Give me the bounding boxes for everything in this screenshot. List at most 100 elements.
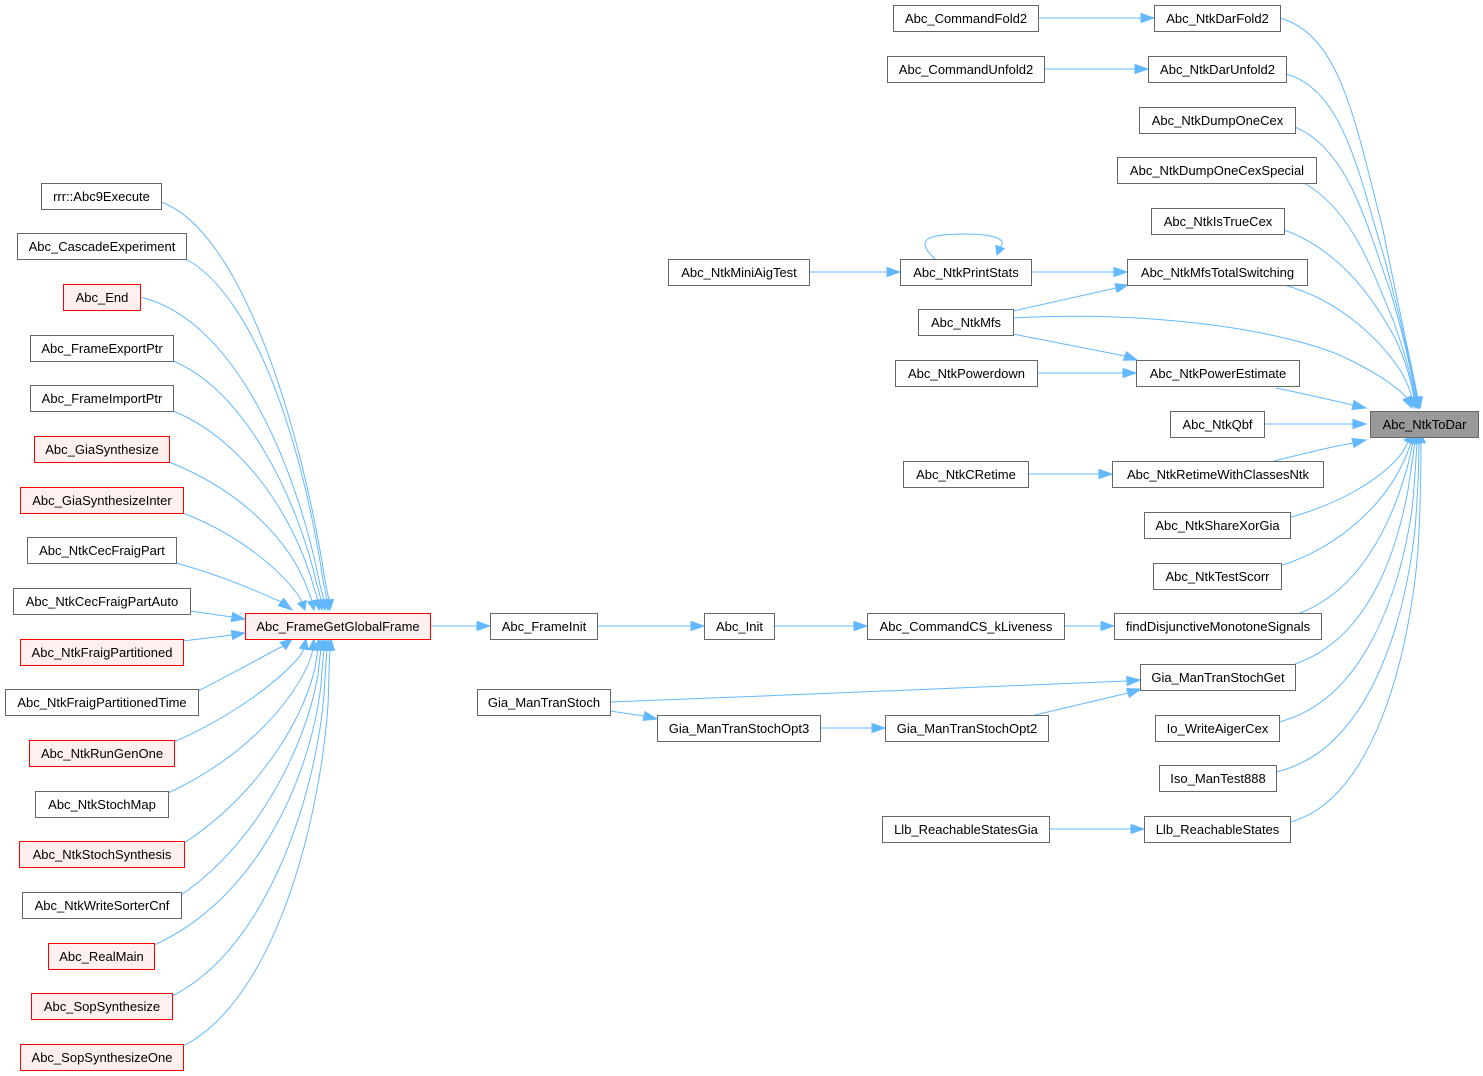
node-box bbox=[5, 689, 199, 716]
node-label: Abc_Init bbox=[716, 619, 763, 634]
node-label: Iso_ManTest888 bbox=[1170, 771, 1265, 786]
node-label: Abc_NtkCecFraigPartAuto bbox=[26, 594, 178, 609]
node-retimecls[interactable]: Abc_NtkRetimeWithClassesNtk bbox=[1112, 461, 1324, 488]
node-box bbox=[1139, 107, 1296, 134]
node-cecfraigauto[interactable]: Abc_NtkCecFraigPartAuto bbox=[13, 588, 191, 615]
node-writesorter[interactable]: Abc_NtkWriteSorterCnf bbox=[22, 892, 182, 919]
node-darfold2[interactable]: Abc_NtkDarFold2 bbox=[1154, 5, 1281, 32]
node-abc9exec[interactable]: rrr::Abc9Execute bbox=[41, 183, 162, 210]
node-sharexor[interactable]: Abc_NtkShareXorGia bbox=[1144, 512, 1291, 539]
node-sopsynthone[interactable]: Abc_SopSynthesizeOne bbox=[20, 1044, 184, 1071]
node-mfstotal[interactable]: Abc_NtkMfsTotalSwitching bbox=[1127, 259, 1308, 286]
node-dumponecexsp[interactable]: Abc_NtkDumpOneCexSpecial bbox=[1117, 157, 1317, 184]
node-init[interactable]: Abc_Init bbox=[704, 613, 775, 640]
node-label: Abc_NtkFraigPartitioned bbox=[32, 645, 173, 660]
arrowhead-icon bbox=[277, 597, 294, 611]
node-getglobal[interactable]: Abc_FrameGetGlobalFrame bbox=[245, 613, 431, 640]
node-dumponecex[interactable]: Abc_NtkDumpOneCex bbox=[1139, 107, 1296, 134]
arrowhead-icon bbox=[1113, 266, 1129, 278]
edge-line bbox=[182, 649, 331, 1047]
node-stochsynth[interactable]: Abc_NtkStochSynthesis bbox=[19, 841, 185, 868]
node-label: Gia_ManTranStochOpt2 bbox=[897, 721, 1037, 736]
node-box bbox=[1144, 816, 1291, 843]
node-reachable[interactable]: Llb_ReachableStates bbox=[1144, 816, 1291, 843]
node-label: Abc_NtkRetimeWithClassesNtk bbox=[1127, 467, 1310, 482]
node-label: Abc_GiaSynthesizeInter bbox=[32, 493, 172, 508]
node-box bbox=[887, 56, 1045, 83]
call-edge bbox=[1279, 17, 1424, 410]
call-edge bbox=[820, 722, 887, 734]
arrowhead-icon bbox=[886, 266, 902, 278]
edge-line bbox=[1279, 441, 1412, 567]
edge-line bbox=[168, 461, 313, 602]
call-edge bbox=[183, 637, 324, 844]
node-cmdunfold2[interactable]: Abc_CommandUnfold2 bbox=[887, 56, 1045, 83]
node-stochmap[interactable]: Abc_NtkStochMap bbox=[35, 791, 169, 818]
node-box bbox=[20, 1044, 184, 1071]
node-box bbox=[22, 892, 182, 919]
node-reachablegia[interactable]: Llb_ReachableStatesGia bbox=[882, 816, 1050, 843]
node-powerest[interactable]: Abc_NtkPowerEstimate bbox=[1136, 360, 1300, 387]
node-importptr[interactable]: Abc_FrameImportPtr bbox=[30, 385, 174, 412]
call-edge bbox=[1285, 73, 1422, 410]
call-edge bbox=[1028, 468, 1114, 480]
node-writeaiger[interactable]: Io_WriteAigerCex bbox=[1155, 715, 1280, 742]
arrowhead-icon bbox=[1125, 688, 1143, 699]
node-testscorr[interactable]: Abc_NtkTestScorr bbox=[1153, 563, 1282, 590]
node-printstats[interactable]: Abc_NtkPrintStats bbox=[900, 259, 1032, 286]
node-giasynth[interactable]: Abc_GiaSynthesize bbox=[34, 436, 170, 463]
node-box bbox=[1144, 512, 1291, 539]
node-fraigparttime[interactable]: Abc_NtkFraigPartitionedTime bbox=[5, 689, 199, 716]
node-transtochopt3[interactable]: Gia_ManTranStochOpt3 bbox=[657, 715, 821, 742]
node-frameinit[interactable]: Abc_FrameInit bbox=[490, 613, 598, 640]
node-label: Abc_NtkWriteSorterCnf bbox=[35, 898, 170, 913]
node-transtoch[interactable]: Gia_ManTranStoch bbox=[477, 689, 611, 716]
node-box bbox=[1155, 715, 1280, 742]
call-edge bbox=[172, 360, 327, 612]
node-realmain[interactable]: Abc_RealMain bbox=[48, 943, 155, 970]
call-edge bbox=[597, 620, 706, 632]
call-edge bbox=[1264, 418, 1368, 430]
node-exportptr[interactable]: Abc_FrameExportPtr bbox=[30, 335, 174, 362]
node-box bbox=[1127, 259, 1308, 286]
node-box bbox=[48, 943, 155, 970]
call-edge bbox=[1031, 266, 1129, 278]
node-label: Abc_NtkDumpOneCex bbox=[1152, 113, 1284, 128]
call-edge bbox=[1012, 315, 1413, 410]
arrowhead-icon bbox=[1402, 395, 1413, 410]
arrowhead-icon bbox=[324, 637, 336, 651]
node-cretime[interactable]: Abc_NtkCRetime bbox=[903, 461, 1029, 488]
node-giasynthinter[interactable]: Abc_GiaSynthesizeInter bbox=[20, 487, 184, 514]
node-darunfold2[interactable]: Abc_NtkDarUnfold2 bbox=[1148, 56, 1287, 83]
edge-line bbox=[1283, 229, 1415, 399]
node-label: Abc_NtkPowerdown bbox=[908, 366, 1025, 381]
node-powerdown[interactable]: Abc_NtkPowerdown bbox=[895, 360, 1038, 387]
edge-line bbox=[172, 360, 322, 601]
node-label: Abc_NtkCRetime bbox=[916, 467, 1016, 482]
node-miniaig[interactable]: Abc_NtkMiniAigTest bbox=[668, 259, 810, 286]
arrowhead-icon bbox=[871, 722, 887, 734]
node-end[interactable]: Abc_End bbox=[63, 284, 141, 311]
node-cmdcs[interactable]: Abc_CommandCS_kLiveness bbox=[867, 613, 1065, 640]
node-cecfraig[interactable]: Abc_NtkCecFraigPart bbox=[27, 537, 177, 564]
node-isotest[interactable]: Iso_ManTest888 bbox=[1159, 765, 1277, 792]
node-finddisj[interactable]: findDisjunctiveMonotoneSignals bbox=[1114, 613, 1322, 640]
edge-line bbox=[609, 680, 1128, 703]
node-cmdfold2[interactable]: Abc_CommandFold2 bbox=[893, 5, 1039, 32]
node-box bbox=[19, 841, 185, 868]
node-box bbox=[1117, 157, 1317, 184]
node-qbf[interactable]: Abc_NtkQbf bbox=[1170, 411, 1265, 438]
node-cascade[interactable]: Abc_CascadeExperiment bbox=[17, 233, 187, 260]
node-istruecex[interactable]: Abc_NtkIsTrueCex bbox=[1151, 208, 1285, 235]
node-sopsynth[interactable]: Abc_SopSynthesize bbox=[31, 993, 173, 1020]
node-rungenone[interactable]: Abc_NtkRunGenOne bbox=[29, 740, 175, 767]
node-ntkmfs[interactable]: Abc_NtkMfs bbox=[918, 309, 1014, 336]
node-fraigpart[interactable]: Abc_NtkFraigPartitioned bbox=[20, 639, 184, 666]
call-edge bbox=[168, 461, 318, 612]
node-transtochopt2[interactable]: Gia_ManTranStochOpt2 bbox=[885, 715, 1049, 742]
node-transtochget[interactable]: Gia_ManTranStochGet bbox=[1140, 664, 1296, 691]
node-layer: Abc_NtkToDarAbc_NtkDarFold2Abc_CommandFo… bbox=[5, 5, 1479, 1071]
edge-line bbox=[182, 634, 233, 642]
edge-line bbox=[172, 410, 319, 601]
